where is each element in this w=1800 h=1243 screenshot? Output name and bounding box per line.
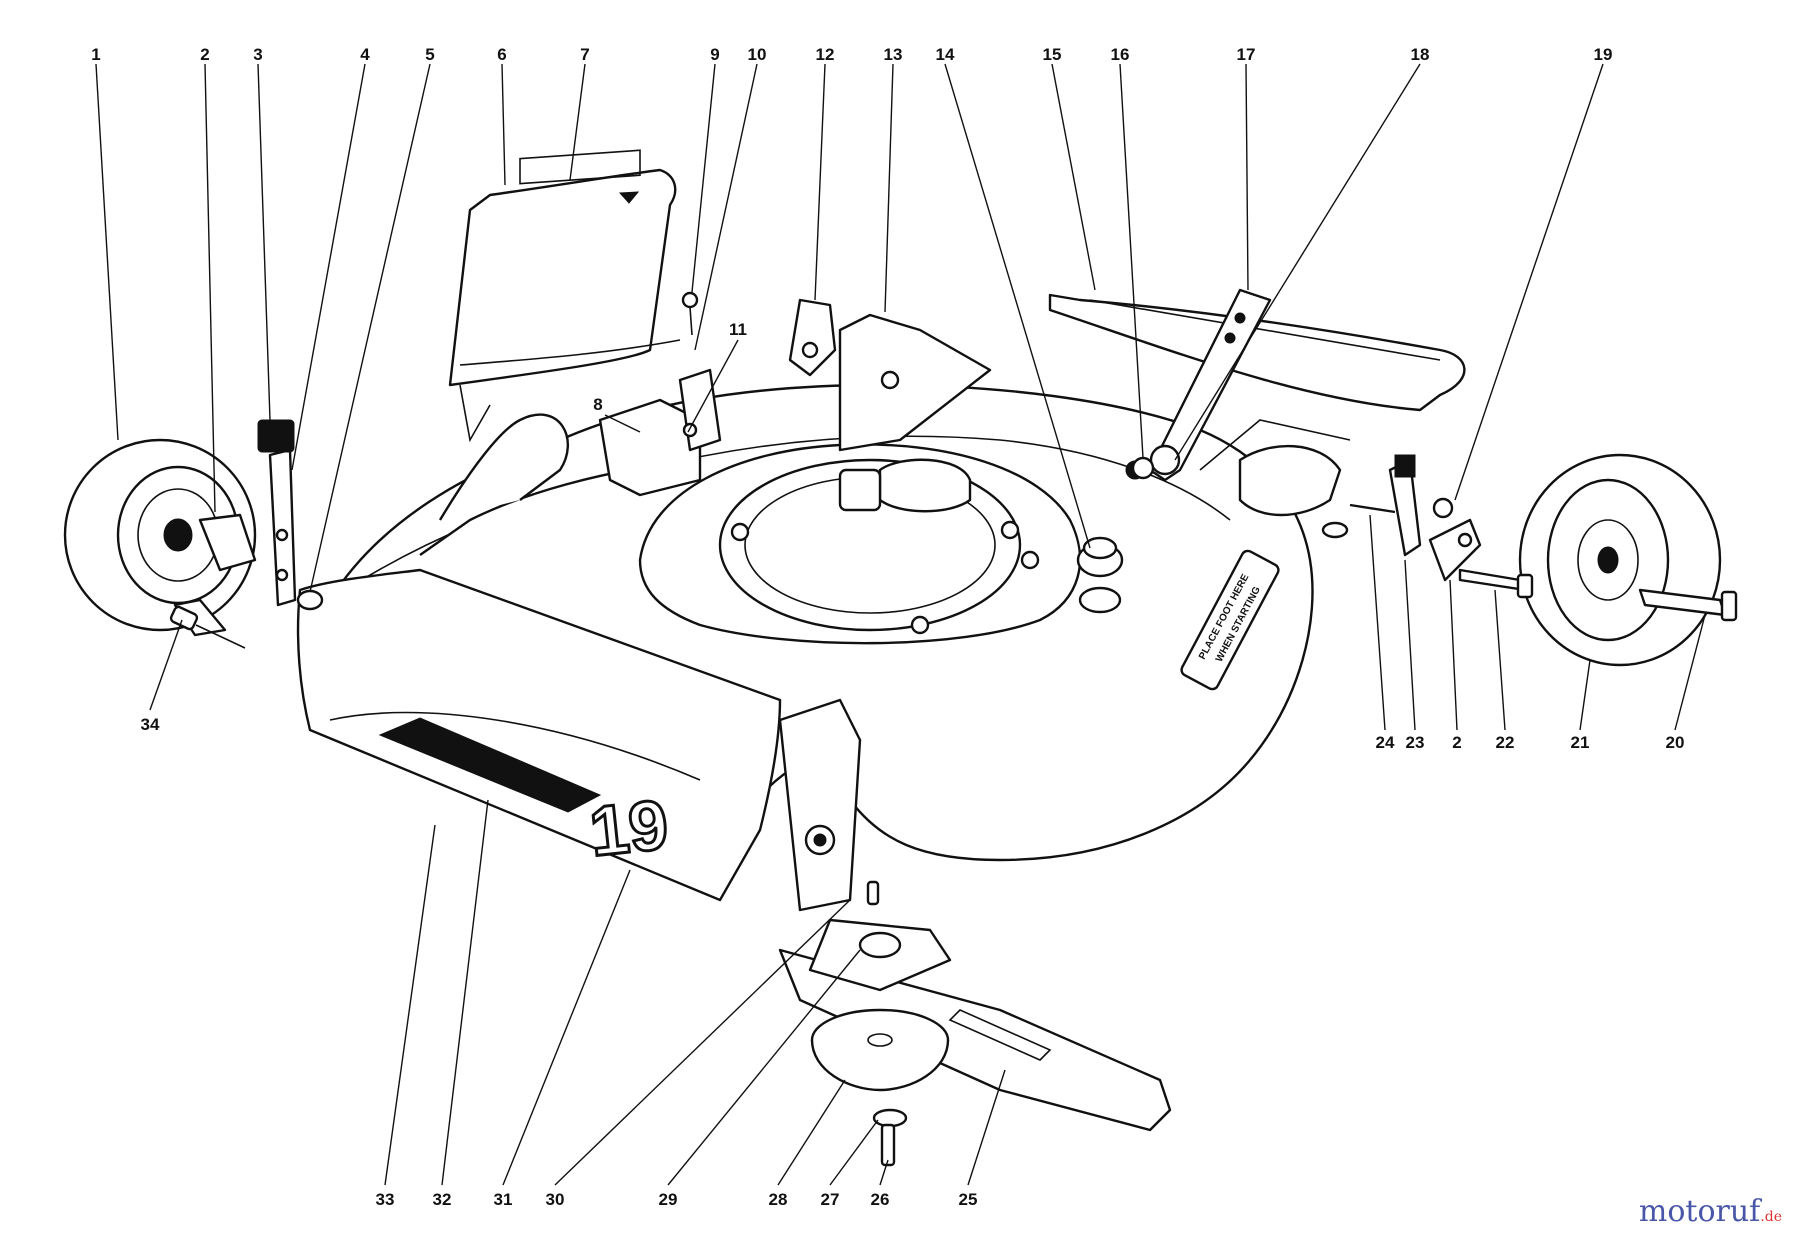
callout-2b: 2 bbox=[1452, 733, 1461, 752]
callout-6: 6 bbox=[497, 45, 506, 64]
callout-17: 17 bbox=[1237, 45, 1256, 64]
callout-18: 18 bbox=[1411, 45, 1430, 64]
callout-31: 31 bbox=[494, 1190, 513, 1209]
callout-19: 19 bbox=[1594, 45, 1613, 64]
blade-assembly bbox=[778, 880, 1172, 1132]
mower-deck-housing bbox=[296, 383, 1314, 902]
rear-height-adjuster bbox=[1199, 419, 1422, 557]
callout-labels: 1 2 3 4 5 6 7 9 10 11 8 12 13 14 15 16 1… bbox=[91, 45, 1684, 1209]
callout-25: 25 bbox=[959, 1190, 978, 1209]
watermark-suffix: .de bbox=[1760, 1209, 1782, 1225]
housing-number-decal: 19 bbox=[586, 785, 672, 871]
nut-16 bbox=[1131, 456, 1155, 480]
blade-bolt-26 bbox=[872, 1108, 908, 1167]
callout-29: 29 bbox=[659, 1190, 678, 1209]
watermark-main: motoruf bbox=[1638, 1194, 1761, 1229]
leader-lines bbox=[95, 63, 1706, 1186]
front-side-bracket bbox=[788, 298, 992, 452]
callout-2: 2 bbox=[200, 45, 209, 64]
callout-30: 30 bbox=[546, 1190, 565, 1209]
callout-10: 10 bbox=[748, 45, 767, 64]
left-rear-arm bbox=[598, 368, 722, 497]
callout-32: 32 bbox=[433, 1190, 452, 1209]
callout-5: 5 bbox=[425, 45, 434, 64]
rear-deflector-bar bbox=[1048, 293, 1466, 412]
callout-7: 7 bbox=[580, 45, 589, 64]
bolt-9 bbox=[681, 291, 699, 336]
callout-12: 12 bbox=[816, 45, 835, 64]
callout-20: 20 bbox=[1666, 733, 1685, 752]
callout-4: 4 bbox=[360, 45, 370, 64]
callout-11: 11 bbox=[729, 320, 747, 339]
rod-24 bbox=[1349, 503, 1396, 514]
front-left-wheel bbox=[63, 438, 257, 637]
callout-13: 13 bbox=[884, 45, 903, 64]
front-height-adjuster bbox=[257, 419, 324, 611]
rear-axle-bracket bbox=[1428, 497, 1534, 599]
blade-adapter-28 bbox=[810, 1008, 950, 1092]
callout-21: 21 bbox=[1571, 733, 1590, 752]
callout-27: 27 bbox=[821, 1190, 840, 1209]
housing-decal-dark-panel bbox=[378, 717, 602, 813]
callout-28: 28 bbox=[769, 1190, 788, 1209]
watermark: motoruf.de bbox=[1639, 1194, 1782, 1229]
callout-24: 24 bbox=[1376, 733, 1395, 752]
callout-34: 34 bbox=[141, 715, 160, 734]
callout-26: 26 bbox=[871, 1190, 890, 1209]
callout-15: 15 bbox=[1043, 45, 1062, 64]
callout-33: 33 bbox=[376, 1190, 395, 1209]
callout-3: 3 bbox=[253, 45, 262, 64]
front-height-plate bbox=[778, 698, 862, 912]
callout-16: 16 bbox=[1111, 45, 1130, 64]
callout-14: 14 bbox=[936, 45, 955, 64]
callout-9: 9 bbox=[710, 45, 719, 64]
rear-door-assembly bbox=[448, 149, 681, 443]
callout-23: 23 bbox=[1406, 733, 1425, 752]
rear-right-wheel bbox=[1518, 453, 1738, 667]
callout-22: 22 bbox=[1496, 733, 1515, 752]
callout-1: 1 bbox=[91, 45, 100, 64]
callout-8: 8 bbox=[593, 395, 602, 414]
